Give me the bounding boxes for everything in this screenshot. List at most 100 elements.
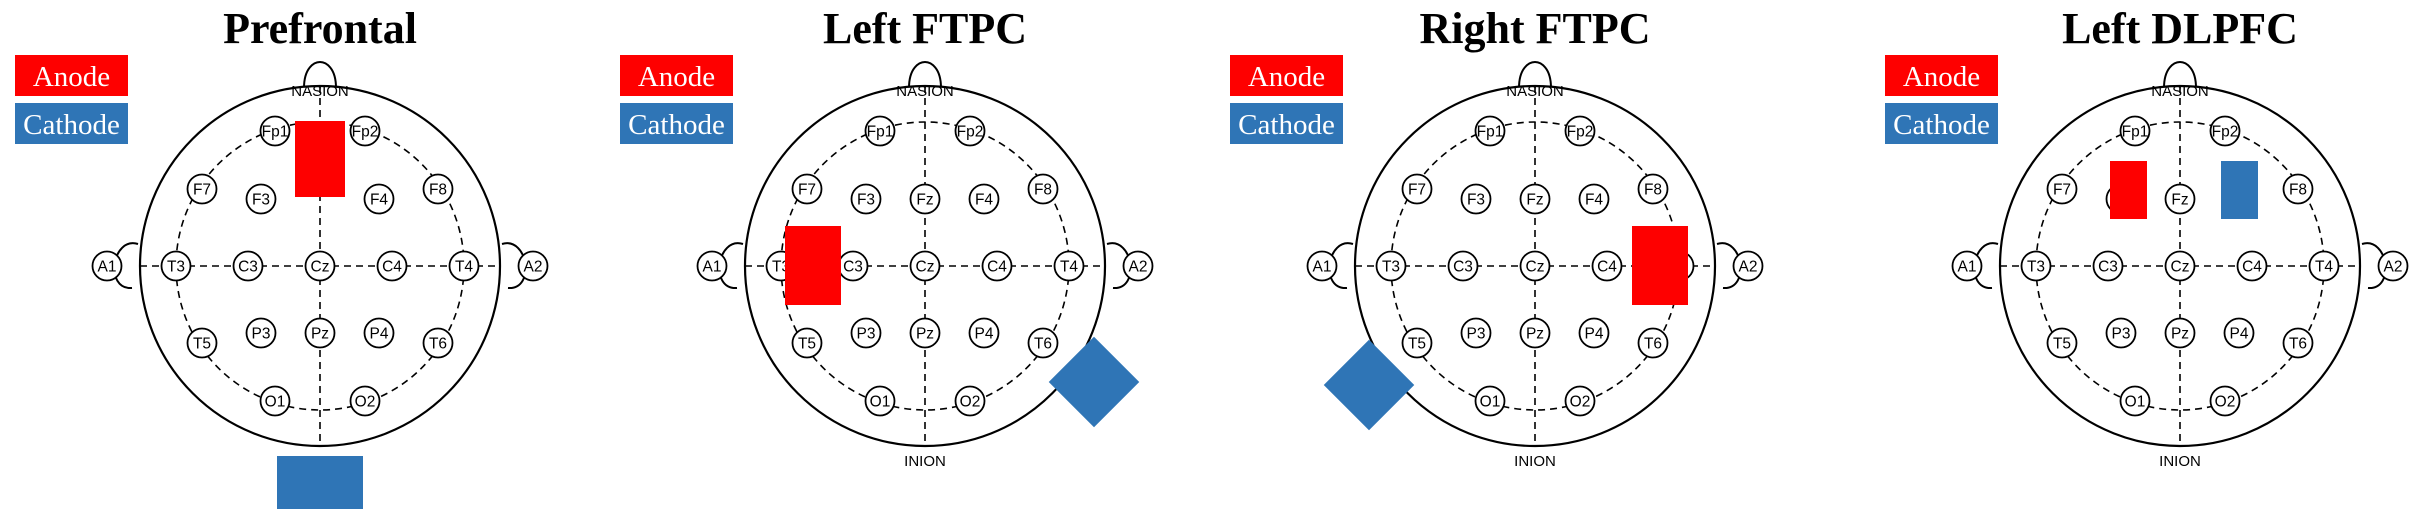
electrode-circle [981, 250, 1013, 282]
electrode-t4: T4 [448, 250, 480, 282]
electrode-label: C4 [987, 259, 1007, 276]
electrode-pz: Pz [304, 317, 336, 349]
electrode-label: F3 [857, 192, 875, 209]
electrode-circle [864, 385, 896, 417]
legend-anode-label: Anode [638, 61, 715, 93]
electrode-circle [791, 327, 823, 359]
legend-cathode-swatch [15, 103, 128, 144]
electrode-label: Fp1 [262, 124, 289, 141]
electrode-label: Fz [1526, 192, 1543, 209]
electrode-f8: F8 [2282, 173, 2314, 205]
electrode-a2: A2 [2377, 250, 2409, 282]
electrode-circle [850, 183, 882, 215]
panel-title: Prefrontal [223, 4, 417, 53]
electrode-label: A2 [1739, 259, 1758, 276]
electrode-fp1: Fp1 [259, 115, 291, 147]
electrode-p3: P3 [245, 317, 277, 349]
electrode-fz: Fz [2164, 183, 2196, 215]
electrode-circle [349, 115, 381, 147]
electrode-label: C4 [382, 259, 402, 276]
electrode-t3: T3 [1375, 250, 1407, 282]
electrode-label: Fp2 [352, 124, 379, 141]
electrode-t4: T4 [1053, 250, 1085, 282]
anode-pad [785, 226, 841, 305]
electrode-label: P4 [975, 326, 994, 343]
electrode-c4: C4 [981, 250, 1013, 282]
electrode-circle [1401, 173, 1433, 205]
electrode-circle [864, 115, 896, 147]
electrode-circle [1027, 327, 1059, 359]
electrode-label: O1 [870, 394, 891, 411]
electrode-o2: O2 [2209, 385, 2241, 417]
electrode-circle [1122, 250, 1154, 282]
electrode-circle [1375, 250, 1407, 282]
electrode-label: F4 [975, 192, 993, 209]
electrode-circle [1401, 327, 1433, 359]
electrode-c4: C4 [376, 250, 408, 282]
electrode-circle [448, 250, 480, 282]
electrode-label: F8 [1644, 182, 1662, 199]
electrode-t5: T5 [186, 327, 218, 359]
electrode-label: Cz [916, 259, 935, 276]
electrode-label: Fp2 [957, 124, 984, 141]
electrode-c3: C3 [2092, 250, 2124, 282]
electrode-cz: Cz [1519, 250, 1551, 282]
electrode-label: T5 [1408, 336, 1426, 353]
cathode-pad [1048, 336, 1140, 428]
nose-outline [303, 60, 337, 89]
electrode-circle [259, 385, 291, 417]
electrode-t4: T4 [2308, 250, 2340, 282]
electrode-label: T6 [1034, 336, 1052, 353]
legend-anode-swatch [620, 55, 733, 96]
electrode-label: T3 [1382, 259, 1400, 276]
electrode-label: O2 [1570, 394, 1591, 411]
electrode-label: F4 [1585, 192, 1603, 209]
nose-outline [2163, 60, 2197, 89]
electrode-label: T4 [2315, 259, 2333, 276]
electrode-p4: P4 [363, 317, 395, 349]
electrode-label: F8 [2289, 182, 2307, 199]
electrode-circle [2236, 250, 2268, 282]
electrode-label: C3 [2098, 259, 2118, 276]
electrode-circle [245, 183, 277, 215]
electrode-circle [186, 173, 218, 205]
legend-anode-label: Anode [1903, 61, 1980, 93]
electrode-label: F7 [2053, 182, 2071, 199]
electrode-circle [1637, 173, 1669, 205]
electrode-f4: F4 [363, 183, 395, 215]
electrode-f7: F7 [2046, 173, 2078, 205]
electrode-a2: A2 [517, 250, 549, 282]
electrode-circle [363, 183, 395, 215]
electrode-cz: Cz [909, 250, 941, 282]
electrode-pz: Pz [909, 317, 941, 349]
electrode-circle [2164, 183, 2196, 215]
legend-anode-label: Anode [33, 61, 110, 93]
nasion-label: NASION [1506, 83, 1564, 100]
electrode-t5: T5 [2046, 327, 2078, 359]
electrode-label: Pz [311, 326, 329, 343]
electrode-t6: T6 [1027, 327, 1059, 359]
electrode-fp2: Fp2 [2209, 115, 2241, 147]
anode-pad [2110, 161, 2147, 219]
electrode-label: Pz [2171, 326, 2189, 343]
legend-cathode-swatch [1885, 103, 1998, 144]
electrode-label: O1 [1480, 394, 1501, 411]
electrode-circle [1578, 183, 1610, 215]
legend-cathode-swatch [620, 103, 733, 144]
cathode-pad [1323, 339, 1415, 431]
electrode-t6: T6 [2282, 327, 2314, 359]
legend-cathode-label: Cathode [1238, 109, 1335, 141]
electrode-label: T6 [1644, 336, 1662, 353]
electrode-label: Fp1 [2122, 124, 2149, 141]
electrode-o2: O2 [349, 385, 381, 417]
electrode-label: A1 [1958, 259, 1977, 276]
electrode-label: Cz [2171, 259, 2190, 276]
anode-pad [295, 121, 345, 197]
electrode-circle [2308, 250, 2340, 282]
electrode-pz: Pz [1519, 317, 1551, 349]
electrode-a1: A1 [696, 250, 728, 282]
panel-title: Right FTPC [1420, 4, 1651, 53]
electrode-label: F7 [193, 182, 211, 199]
